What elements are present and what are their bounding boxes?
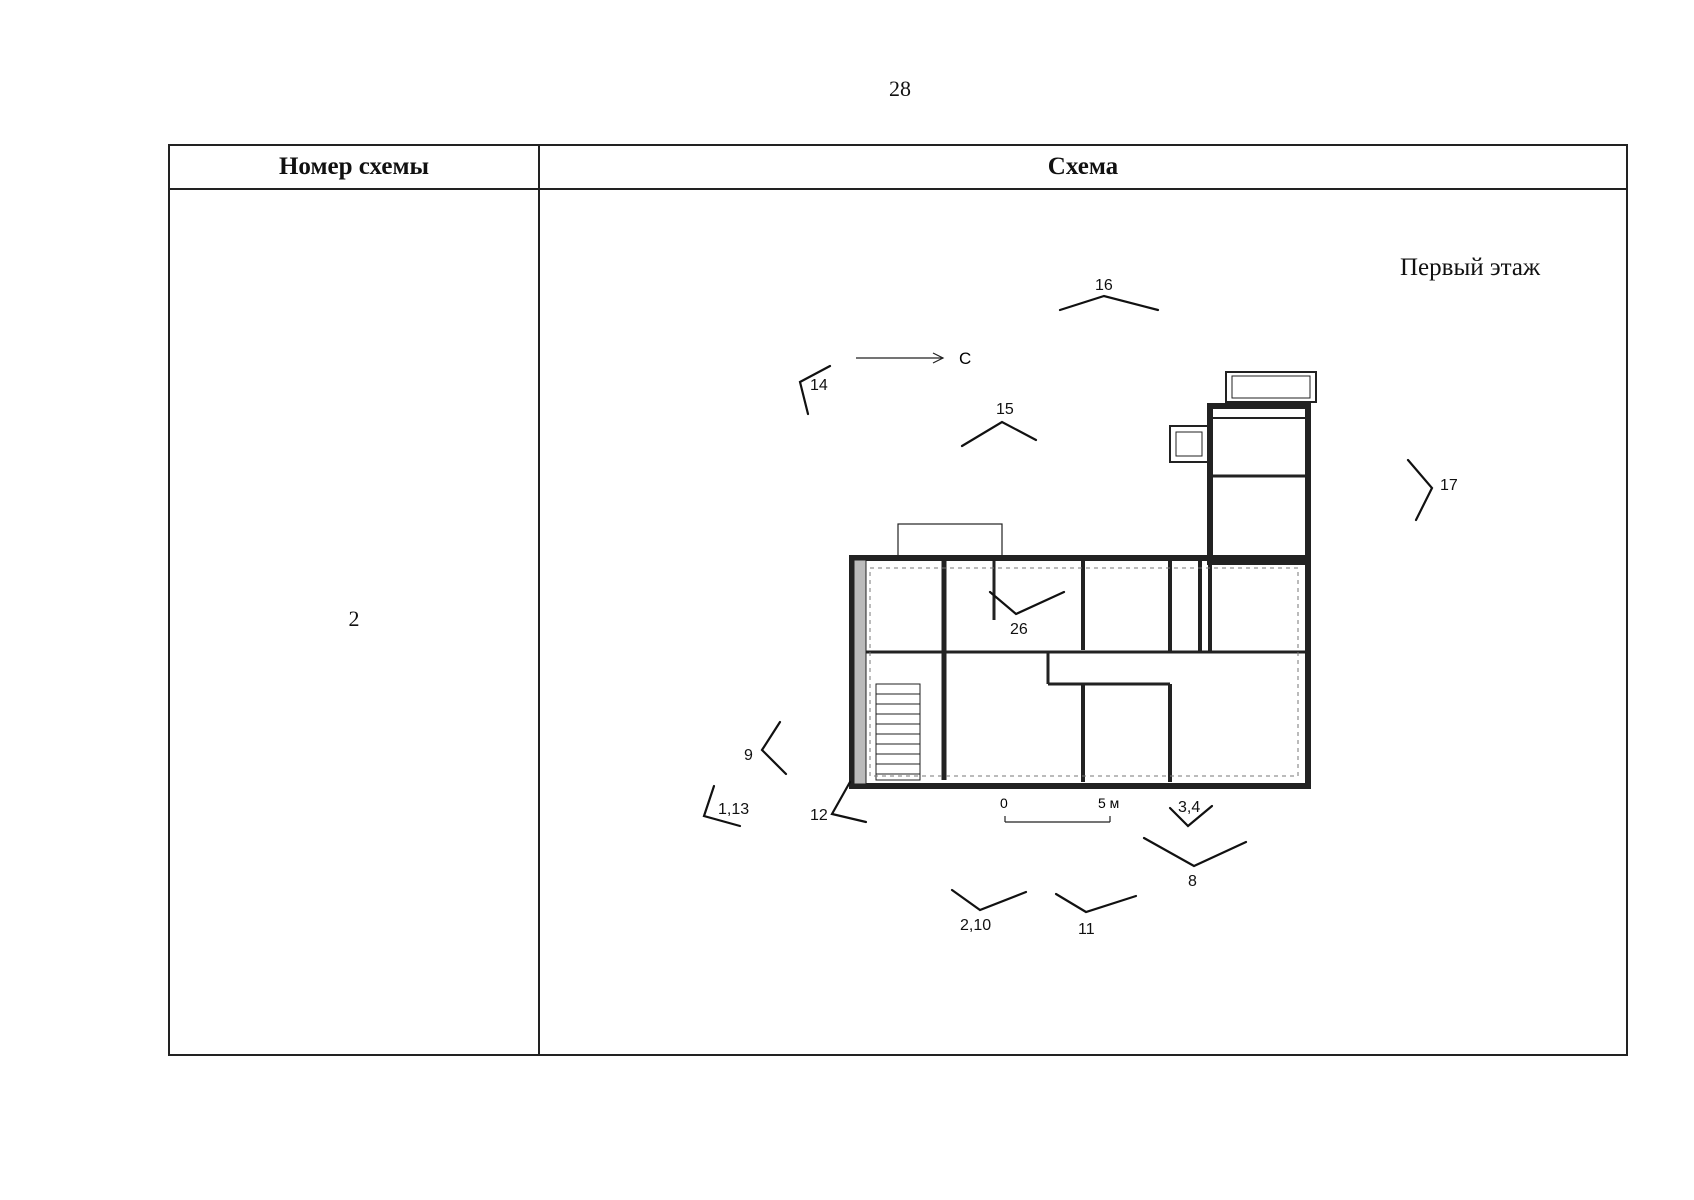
header-scheme-number: Номер схемы — [278, 153, 430, 180]
view-marker-2-10: 2,10 — [950, 888, 1028, 934]
svg-text:1,13: 1,13 — [718, 801, 749, 818]
view-marker-3-4: 3,4 — [1168, 799, 1214, 828]
svg-text:15: 15 — [996, 401, 1014, 418]
floor-label: Первый этаж — [1400, 254, 1541, 281]
building-plan — [849, 371, 1317, 789]
north-label: С — [959, 349, 971, 368]
header-scheme: Схема — [1047, 153, 1119, 180]
svg-text:2,10: 2,10 — [960, 917, 991, 934]
view-marker-16: 16 — [1058, 277, 1160, 312]
scheme-table: Номер схемы Схема 2 Первый этаж С — [168, 144, 1628, 1056]
svg-text:17: 17 — [1440, 477, 1458, 494]
view-markers: 16 14 15 17 26 9 — [702, 277, 1458, 938]
view-marker-15: 15 — [960, 401, 1038, 448]
svg-text:14: 14 — [810, 377, 828, 394]
svg-text:8: 8 — [1188, 873, 1197, 890]
view-marker-11: 11 — [1054, 892, 1138, 938]
svg-text:11: 11 — [1078, 921, 1095, 938]
svg-text:16: 16 — [1095, 277, 1113, 294]
north-arrow: С — [856, 349, 971, 368]
svg-text:12: 12 — [810, 807, 828, 824]
scale-bar: 0 5 м — [1000, 795, 1119, 823]
svg-text:26: 26 — [1010, 621, 1028, 638]
svg-text:3,4: 3,4 — [1178, 799, 1200, 816]
column-divider — [538, 146, 540, 1054]
view-marker-8: 8 — [1142, 836, 1248, 890]
view-marker-26: 26 — [988, 590, 1066, 638]
annex-outline — [897, 523, 1003, 559]
scheme-number-cell: 2 — [348, 606, 360, 631]
view-marker-1-13: 1,13 — [702, 784, 749, 828]
view-marker-14: 14 — [798, 364, 832, 416]
view-marker-17: 17 — [1406, 458, 1458, 522]
scale-zero: 0 — [1000, 795, 1008, 811]
floor-plan-drawing: С — [702, 277, 1458, 938]
svg-text:9: 9 — [744, 747, 753, 764]
scale-five: 5 м — [1098, 795, 1119, 811]
table-header-row: Номер схемы Схема — [170, 146, 1626, 190]
view-marker-12: 12 — [810, 780, 868, 824]
page-number: 28 — [889, 76, 911, 101]
view-marker-9: 9 — [744, 720, 788, 776]
